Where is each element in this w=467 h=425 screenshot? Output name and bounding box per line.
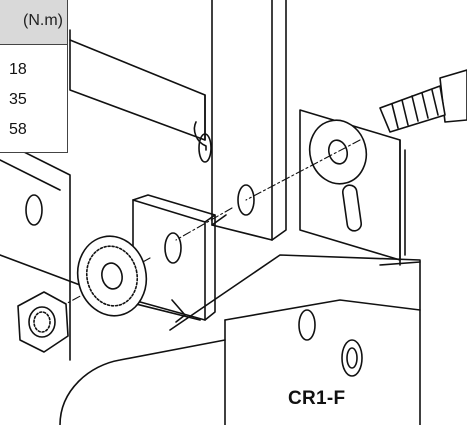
- part-label: CR1-F: [288, 388, 346, 409]
- main-base-block: [59, 254, 421, 425]
- torque-table: (N.m) 18 35 58: [0, 0, 68, 153]
- hex-bolt: [379, 69, 467, 133]
- hex-nut: [17, 291, 69, 353]
- torque-value-1: 18: [9, 61, 27, 78]
- center-bracket: [132, 194, 216, 323]
- flat-washer-right: [308, 119, 368, 185]
- torque-value-3: 58: [9, 121, 27, 138]
- torque-unit-header: (N.m): [23, 12, 63, 29]
- torque-value-2: 35: [9, 91, 27, 108]
- serrated-lock-washer: [76, 235, 148, 317]
- torque-table-header: (N.m): [0, 0, 67, 45]
- rear-bracket-plate: [69, 29, 212, 163]
- vertical-post: [211, 0, 287, 241]
